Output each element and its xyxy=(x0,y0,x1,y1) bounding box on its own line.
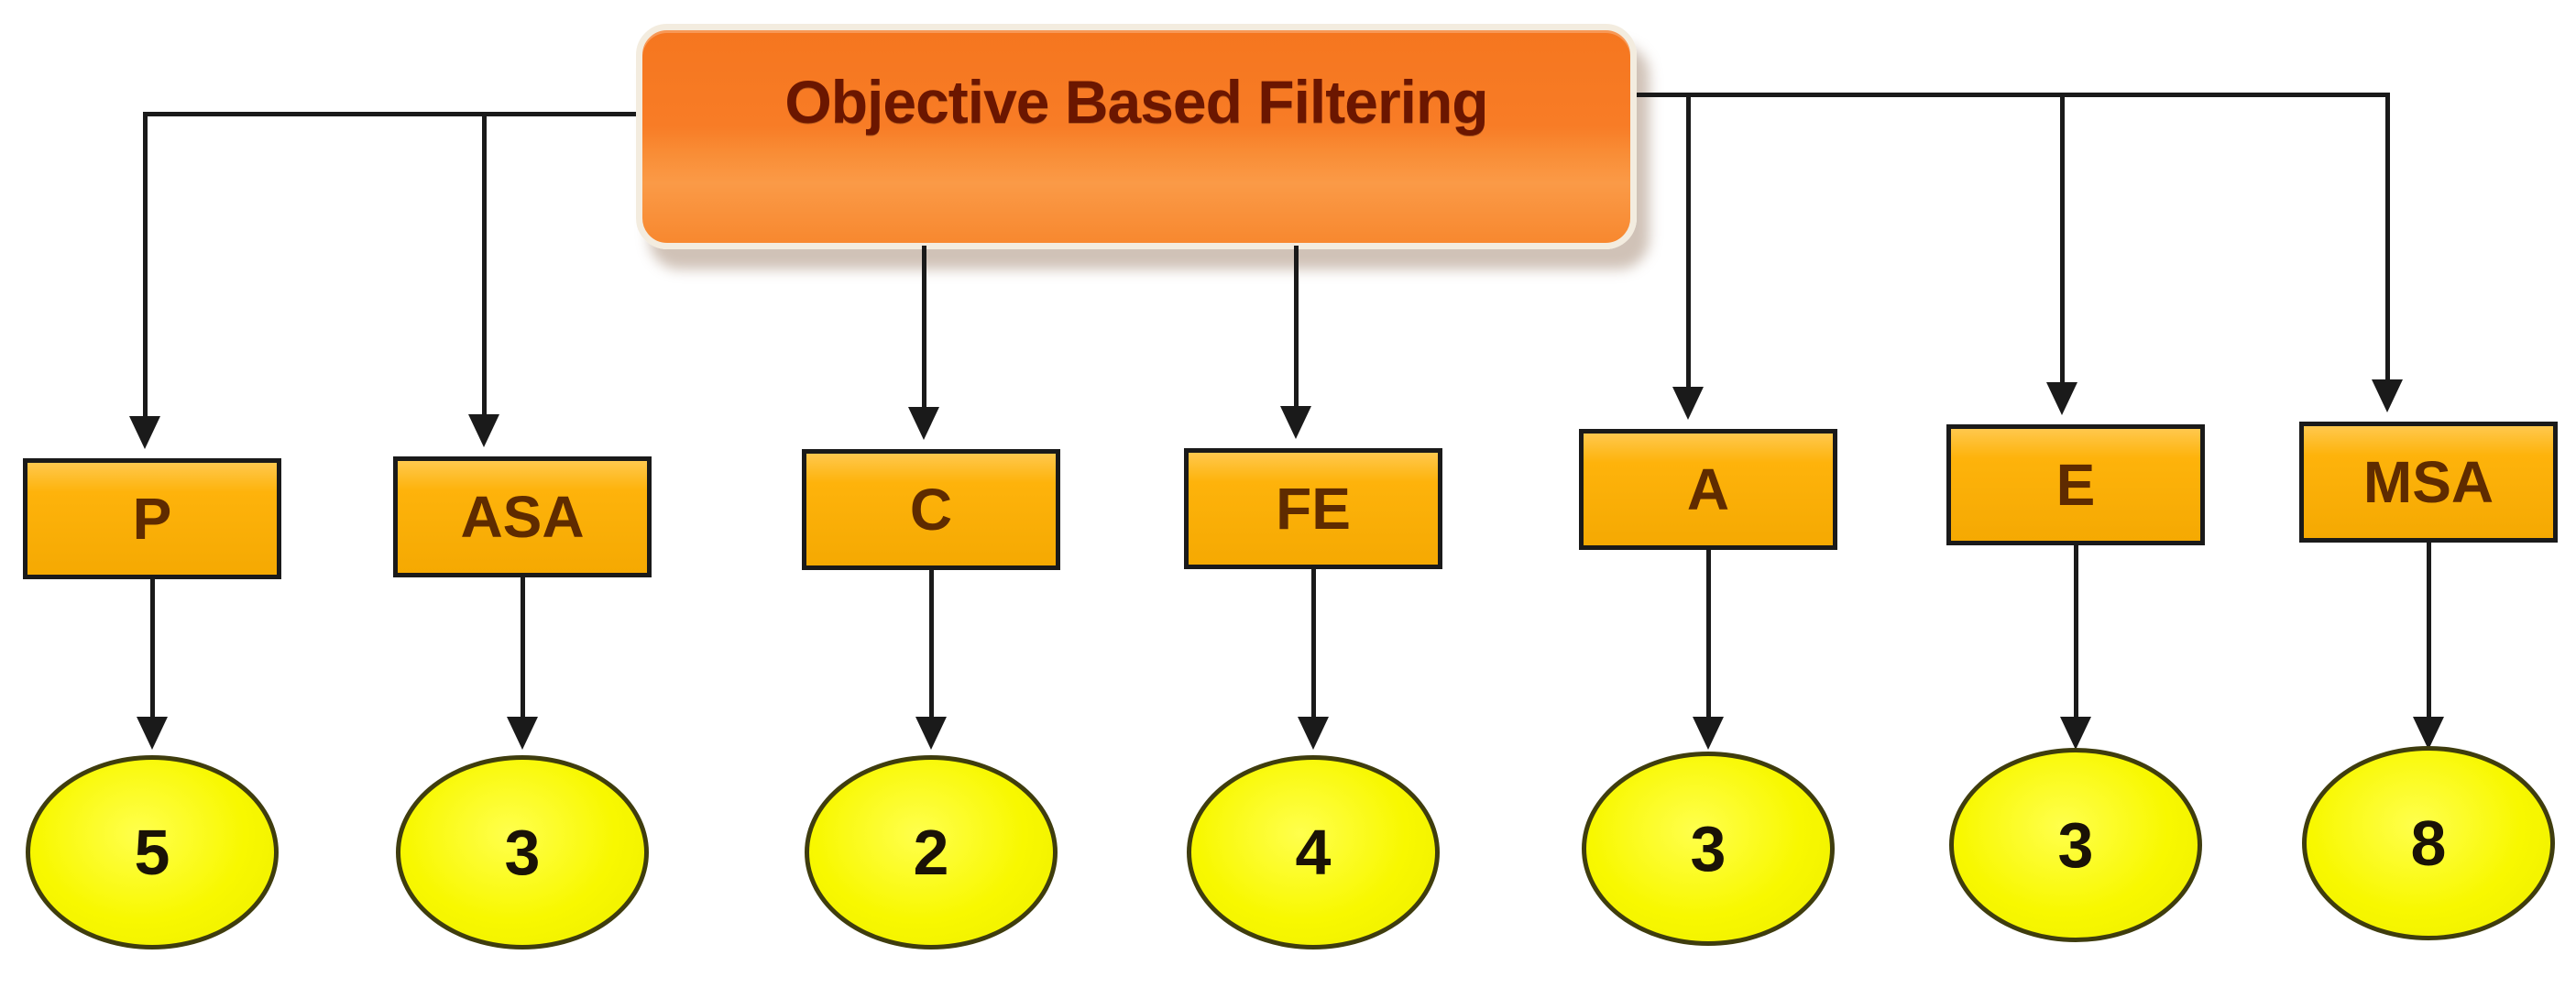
category-label: MSA xyxy=(2362,449,2494,515)
count-value: 3 xyxy=(504,817,541,888)
connector-drop-a xyxy=(1686,93,1691,389)
category-box-e: E xyxy=(1946,424,2205,545)
count-ellipse-a: 3 xyxy=(1582,752,1835,946)
root-node-title: Objective Based Filtering xyxy=(784,68,1488,136)
category-box-fe: FE xyxy=(1184,448,1442,569)
connector-left-bus xyxy=(143,112,636,116)
arrowhead-down-msa xyxy=(2372,379,2403,412)
category-box-msa: MSA xyxy=(2299,422,2558,543)
connector-drop-fe xyxy=(1294,246,1299,408)
arrowhead-down-a-count xyxy=(1693,717,1724,750)
arrowhead-down-asa-count xyxy=(507,717,538,750)
count-ellipse-p: 5 xyxy=(26,755,279,950)
category-label: C xyxy=(909,477,953,543)
count-value: 3 xyxy=(2057,809,2094,881)
count-ellipse-asa: 3 xyxy=(396,755,649,950)
connector-msa-count xyxy=(2427,543,2431,719)
arrowhead-down-fe xyxy=(1280,406,1311,439)
arrowhead-down-e-count xyxy=(2060,717,2091,750)
category-label: ASA xyxy=(460,484,585,550)
category-label: FE xyxy=(1276,476,1351,542)
connector-asa-count xyxy=(521,577,525,719)
connector-right-bus xyxy=(1637,93,2390,97)
count-ellipse-e: 3 xyxy=(1949,748,2202,942)
arrowhead-down-asa xyxy=(468,414,499,447)
arrowhead-down-p xyxy=(129,416,160,449)
category-label: P xyxy=(132,486,172,552)
arrowhead-down-fe-count xyxy=(1298,717,1329,750)
category-box-a: A xyxy=(1579,429,1837,550)
count-value: 5 xyxy=(134,817,170,888)
connector-drop-msa xyxy=(2385,93,2390,381)
connector-drop-c xyxy=(922,246,926,409)
category-box-p: P xyxy=(23,458,281,579)
connector-drop-asa xyxy=(482,112,487,416)
count-value: 8 xyxy=(2410,807,2447,879)
root-node-objective-based-filtering: Objective Based Filtering xyxy=(636,24,1637,249)
connector-a-count xyxy=(1706,550,1711,719)
count-ellipse-fe: 4 xyxy=(1187,755,1440,950)
arrowhead-down-a xyxy=(1672,387,1704,420)
connector-e-count xyxy=(2074,545,2078,719)
category-box-asa: ASA xyxy=(393,456,652,577)
arrowhead-down-p-count xyxy=(137,717,168,750)
connector-drop-e xyxy=(2060,93,2065,384)
count-value: 3 xyxy=(1690,813,1726,884)
count-ellipse-msa: 8 xyxy=(2302,746,2555,940)
connector-drop-p xyxy=(143,112,148,418)
arrowhead-down-c xyxy=(908,407,939,440)
count-value: 4 xyxy=(1295,817,1332,888)
connector-c-count xyxy=(929,570,934,719)
connector-p-count xyxy=(150,579,155,719)
count-ellipse-c: 2 xyxy=(805,755,1058,950)
category-label: A xyxy=(1686,456,1730,522)
connector-fe-count xyxy=(1311,569,1316,719)
category-label: E xyxy=(2055,452,2096,518)
category-box-c: C xyxy=(802,449,1060,570)
arrowhead-down-msa-count xyxy=(2413,717,2444,750)
count-value: 2 xyxy=(913,817,949,888)
arrowhead-down-c-count xyxy=(915,717,947,750)
arrowhead-down-e xyxy=(2046,382,2077,415)
